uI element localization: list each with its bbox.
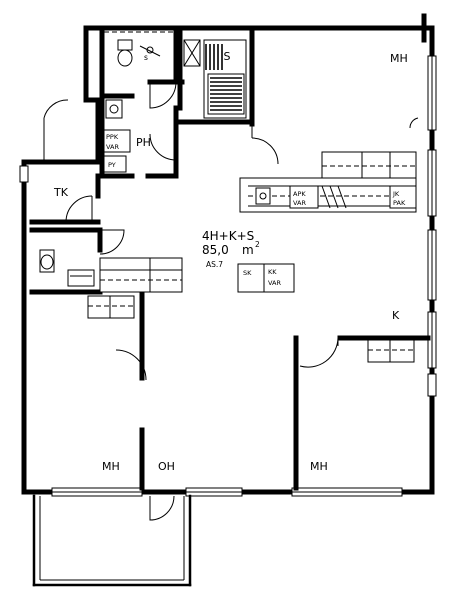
apartment-type: 4H+K+S (202, 229, 254, 243)
sauna: S (183, 39, 247, 119)
room-label-balcony: OH (158, 460, 175, 473)
apartment-area-superscript: 2 (255, 240, 260, 249)
room-label-bedroom-right: MH (310, 460, 328, 473)
sauna-bench-hatch-upper (205, 44, 223, 70)
apk-label-top: APK (293, 190, 306, 198)
apartment-area-unit: m (242, 243, 254, 257)
sauna-bench-hatch (210, 77, 242, 111)
room-label-kitchen: K (392, 309, 400, 322)
apk-label-bottom: VAR (293, 199, 306, 207)
ppk-var-label-top: PPK (106, 133, 119, 141)
kitchen: APK VAR JK PAK K (239, 117, 419, 322)
closet: TK (43, 99, 93, 223)
room-label-living: MH (390, 52, 408, 65)
kk-label-top: KK (268, 268, 277, 276)
balcony (32, 494, 192, 587)
wc (39, 229, 125, 287)
apartment-unit-number: AS.7 (206, 260, 223, 269)
bedroom-right: MH (299, 337, 415, 473)
room-label-sauna: S (224, 50, 231, 63)
bathroom: s PPK VAR PY PH (103, 31, 177, 173)
jk-label-top: JK (392, 190, 400, 198)
ppk-var-label-bottom: VAR (106, 143, 119, 151)
room-label-closet: TK (53, 186, 69, 199)
living-room: MH 4H+K+S 85,0 m 2 AS.7 SK KK VAR (202, 52, 408, 293)
shower-symbol: s (144, 53, 148, 62)
kk-label-bottom: VAR (268, 279, 281, 287)
room-label-bedroom-left: MH (102, 460, 120, 473)
jk-label-bottom: PAK (393, 199, 406, 207)
room-label-bathroom: PH (136, 136, 151, 149)
apartment-area-value: 85,0 (202, 243, 229, 257)
py-label: PY (108, 161, 116, 169)
sk-label: SK (243, 269, 252, 277)
bedroom-left: MH OH (102, 349, 175, 473)
bottom-windows (19, 165, 403, 497)
storage-row (87, 257, 183, 319)
